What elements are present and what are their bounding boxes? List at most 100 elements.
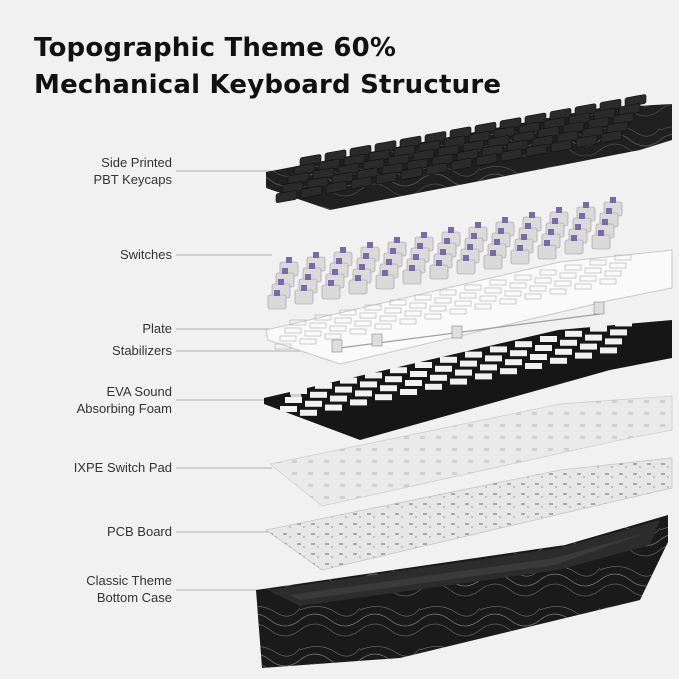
switch-housing: [429, 264, 449, 280]
foam-cutout: [300, 409, 317, 416]
switch-stem: [367, 242, 373, 248]
foam-cutout: [525, 363, 542, 369]
plate-cutout: [339, 309, 357, 316]
keycap: [400, 167, 423, 180]
keycap: [525, 144, 548, 157]
plate-cutout: [549, 288, 567, 295]
plate-grid: [274, 254, 632, 350]
label-foam: EVA Sound Absorbing Foam: [0, 383, 172, 417]
keycap: [425, 162, 448, 176]
keycap: [475, 153, 498, 167]
stabilizer-left: [331, 339, 343, 353]
plate-cutout: [589, 259, 607, 266]
foam-cutout: [430, 374, 447, 381]
foam-cutout: [475, 373, 492, 380]
switch-stem: [382, 270, 388, 276]
plate-cutout: [329, 325, 347, 332]
plate-cutout: [439, 289, 457, 296]
plate-cutout: [349, 328, 367, 335]
foam-grid: [275, 320, 632, 421]
plate-cutout: [459, 292, 477, 299]
label-case-line-2: Bottom Case: [96, 590, 172, 605]
plate-cutout: [424, 313, 442, 320]
switch-housing: [510, 249, 530, 265]
plate-cutout: [364, 304, 382, 311]
switch-stem: [440, 249, 446, 255]
plate-cutout: [409, 302, 427, 309]
plate-cutout: [514, 274, 532, 281]
plate-cutout: [389, 299, 407, 306]
foam-cutout: [480, 364, 497, 371]
title-line-1: Topographic Theme 60%: [34, 33, 397, 63]
plate: [265, 249, 673, 365]
switch-stem: [340, 247, 346, 253]
switch-stem: [301, 285, 307, 291]
foam-cutout: [440, 356, 457, 363]
switch-stem: [274, 290, 280, 296]
plate-cutout: [509, 282, 527, 289]
plate-cutout: [299, 338, 317, 345]
foam-cutout: [615, 320, 632, 327]
switch-stem: [548, 229, 554, 235]
switch-stem: [575, 224, 581, 230]
foam-cutout: [290, 388, 307, 394]
foam-cutout: [575, 352, 592, 359]
foam-cutout: [555, 348, 572, 355]
label-stabilizers-line-1: Stabilizers: [112, 343, 172, 358]
plate-cutout: [449, 308, 467, 315]
plate-cutout: [584, 267, 602, 274]
foam-cutout: [355, 390, 372, 397]
keycap: [350, 176, 373, 190]
plate-cutout: [374, 323, 392, 330]
switch-stem: [471, 233, 477, 239]
leader-lines: [176, 170, 335, 591]
label-stabilizers: Stabilizers: [0, 342, 172, 359]
foam-cutout: [315, 382, 332, 389]
switch-stem: [544, 240, 550, 246]
switch-stem: [529, 212, 535, 218]
foam-cutout: [580, 343, 597, 350]
plate-cutout: [414, 294, 432, 301]
switch-stem: [282, 268, 288, 274]
label-case-line-1: Classic Theme: [86, 573, 172, 588]
switch-stem: [386, 259, 392, 265]
plate-cutout: [524, 293, 542, 300]
ixpe-switch-pad: [269, 395, 673, 507]
switch-stem: [610, 197, 616, 203]
switch-stem: [490, 250, 496, 256]
foam-cutout: [375, 394, 392, 401]
eva-foam: [264, 320, 672, 440]
foam-cutout: [335, 386, 352, 393]
foam-cutout: [285, 397, 302, 403]
plate-cutout: [434, 297, 452, 304]
pcb-board: [265, 457, 673, 571]
switch-stem: [571, 235, 577, 241]
plate-cutout: [599, 278, 617, 285]
switch-stem: [583, 202, 589, 208]
switch-stem: [305, 274, 311, 280]
switch-stem: [498, 228, 504, 234]
page-title: Topographic Theme 60% Mechanical Keyboar…: [34, 30, 501, 104]
foam-cutout: [450, 378, 467, 385]
plate-cutout: [404, 310, 422, 317]
plate-cutout: [454, 300, 472, 307]
foam-cutout: [455, 369, 472, 376]
plate-cutout: [534, 277, 552, 284]
switch-housing: [591, 234, 611, 250]
keycap: [575, 134, 598, 148]
switch-stem: [413, 254, 419, 260]
label-case: Classic Theme Bottom Case: [0, 572, 172, 606]
label-keycaps: Side Printed PBT Keycaps: [0, 154, 172, 188]
switches-layer: [267, 197, 623, 310]
bottom-case: [256, 515, 668, 668]
plate-cutout: [614, 254, 632, 261]
keycap: [375, 171, 398, 185]
switch-stem: [309, 263, 315, 269]
plate-cutout: [559, 272, 577, 279]
switch-housing: [483, 254, 503, 270]
foam-cutout: [435, 365, 452, 372]
switch-housing: [294, 289, 314, 305]
foam-cutout: [590, 325, 607, 332]
foam-cutout: [405, 380, 422, 386]
switch-stem: [313, 252, 319, 258]
